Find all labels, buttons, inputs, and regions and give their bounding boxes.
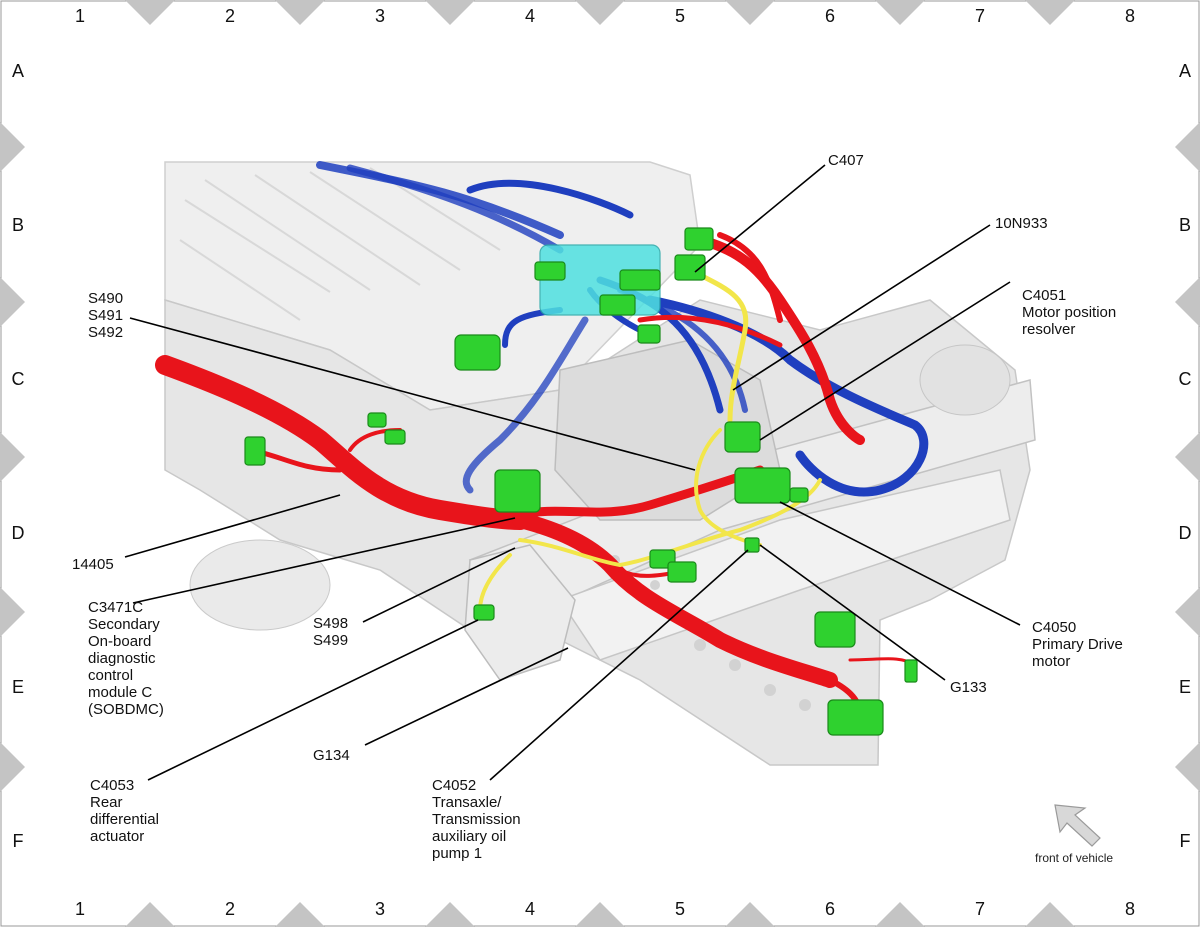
connector-c4052 <box>744 537 760 553</box>
connector-c4053 <box>473 604 495 621</box>
grid-column-label: 2 <box>225 899 235 919</box>
grid-row-label: E <box>1179 677 1191 697</box>
grid-column-label: 4 <box>525 899 535 919</box>
label-line: 14405 <box>72 556 114 573</box>
label-line: C4053 <box>90 777 134 794</box>
label-line: S498 <box>313 615 348 632</box>
label-line: differential <box>90 811 159 828</box>
grid-column-label: 7 <box>975 6 985 26</box>
grid-column-label: 1 <box>75 899 85 919</box>
grid-column-label: 4 <box>525 6 535 26</box>
grid-column-label: 6 <box>825 6 835 26</box>
connector-c4050 <box>734 467 791 504</box>
label-line: Rear <box>90 794 123 811</box>
label-line: resolver <box>1022 321 1075 338</box>
grid-column-labels-top: 1 2 3 4 5 6 7 8 <box>75 6 1135 26</box>
grid-column-label: 6 <box>825 899 835 919</box>
arrow-up-left-icon <box>1054 804 1101 847</box>
orientation-text: front of vehicle <box>1035 851 1113 865</box>
label-line: control <box>88 667 133 684</box>
label-line: S490 <box>88 290 123 307</box>
grid-row-label: F <box>1180 831 1191 851</box>
label-line: (SOBDMC) <box>88 701 164 718</box>
label-line: pump 1 <box>432 845 482 862</box>
label-line: C4050 <box>1032 619 1076 636</box>
grid-row-label: D <box>12 523 25 543</box>
label-line: C3471C <box>88 599 143 616</box>
grid-row-label: B <box>1179 215 1191 235</box>
label-line: module C <box>88 684 152 701</box>
label-line: G134 <box>313 747 350 764</box>
grid-row-labels-left: A B C D E F <box>12 61 25 851</box>
label-line: Secondary <box>88 616 160 633</box>
grid-column-label: 5 <box>675 6 685 26</box>
label-line: Motor position <box>1022 304 1116 321</box>
grid-row-label: B <box>12 215 24 235</box>
label-line: C4052 <box>432 777 476 794</box>
grid-column-label: 7 <box>975 899 985 919</box>
connectors <box>244 227 918 736</box>
label-line: S499 <box>313 632 348 649</box>
label-line: Transmission <box>432 811 521 828</box>
wheel-hub-left <box>189 539 331 631</box>
grid-row-label: E <box>12 677 24 697</box>
label-line: actuator <box>90 828 144 845</box>
label-line: S491 <box>88 307 123 324</box>
grid-column-labels-bottom: 1 2 3 4 5 6 7 8 <box>75 899 1135 919</box>
grid-row-label: C <box>12 369 25 389</box>
grid-column-label: 5 <box>675 899 685 919</box>
module-left <box>454 334 501 371</box>
grid-row-label: A <box>12 61 24 81</box>
connector-c4051 <box>724 421 761 453</box>
label-line: G133 <box>950 679 987 696</box>
connector-c407 <box>674 254 706 281</box>
label-10n933: 10N933 <box>995 215 1048 232</box>
label-line: C4051 <box>1022 287 1066 304</box>
grid-row-labels-right: A B C D E F <box>1179 61 1192 851</box>
label-line: S492 <box>88 324 123 341</box>
grid-row-label: D <box>1179 523 1192 543</box>
label-c407: C407 <box>828 152 864 169</box>
grid-column-label: 8 <box>1125 6 1135 26</box>
grid-row-label: C <box>1179 369 1192 389</box>
label-line: 10N933 <box>995 215 1048 232</box>
red-harness <box>155 232 917 723</box>
wheel-hub-right <box>919 344 1011 416</box>
grid-column-label: 8 <box>1125 899 1135 919</box>
leader-lines <box>124 164 1021 781</box>
grid-row-label: F <box>13 831 24 851</box>
label-line: auxiliary oil <box>432 828 506 845</box>
grid-row-label: A <box>1179 61 1191 81</box>
label-line: Transaxle/ <box>432 794 502 811</box>
connector-c3471c <box>494 469 541 513</box>
label-line: On-board <box>88 633 151 650</box>
label-14405: 14405 <box>72 556 114 573</box>
label-g134: G134 <box>313 747 350 764</box>
label-g133: G133 <box>950 679 987 696</box>
grid-column-label: 2 <box>225 6 235 26</box>
grid-column-label: 1 <box>75 6 85 26</box>
label-line: motor <box>1032 653 1070 670</box>
label-line: C407 <box>828 152 864 169</box>
label-line: diagnostic <box>88 650 156 667</box>
label-line: Primary Drive <box>1032 636 1123 653</box>
grid-column-label: 3 <box>375 899 385 919</box>
grid-column-label: 3 <box>375 6 385 26</box>
